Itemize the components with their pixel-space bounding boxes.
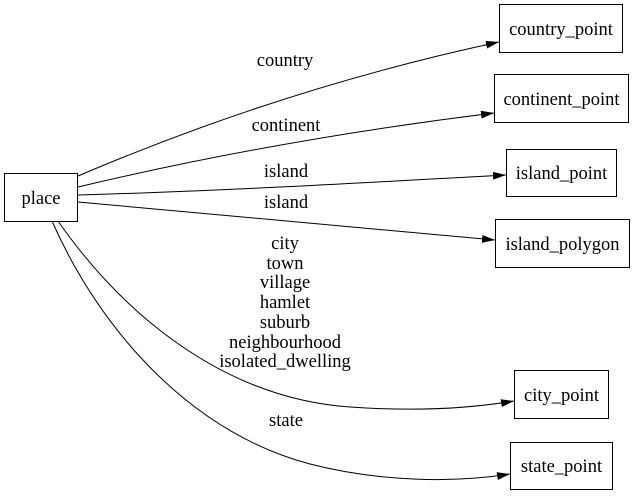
edge-place-country-point bbox=[77, 40, 500, 177]
node-island-polygon-box bbox=[495, 219, 630, 268]
edge-label-group: country continent island island city tow… bbox=[219, 51, 351, 431]
edge-label-city-block: city town village hamlet suburb neighbou… bbox=[219, 234, 351, 372]
node-island-polygon-label: island_polygon bbox=[505, 235, 619, 255]
node-island-point-label: island_point bbox=[516, 164, 608, 184]
edge-group bbox=[51, 40, 515, 481]
node-continent-point: continent_point bbox=[494, 74, 629, 123]
edge-label-city-line: town bbox=[267, 254, 304, 274]
node-island-point: island_point bbox=[506, 149, 617, 197]
edge-label-city-line: neighbourhood bbox=[229, 333, 342, 353]
edge-label-city-line: village bbox=[260, 273, 310, 293]
node-city-point-box bbox=[514, 370, 609, 419]
node-continent-point-label: continent_point bbox=[503, 90, 620, 110]
node-city-point: city_point bbox=[514, 370, 609, 419]
edge-label-city-line: suburb bbox=[260, 313, 310, 333]
node-country-point: country_point bbox=[499, 4, 623, 53]
node-place: place bbox=[4, 173, 78, 222]
edge-label-city-line: city bbox=[271, 234, 299, 254]
node-state-point-box bbox=[510, 442, 613, 490]
edge-place-state-point bbox=[51, 220, 511, 481]
edge-label-country: country bbox=[257, 51, 314, 71]
node-continent-point-box bbox=[494, 74, 629, 123]
edge-label-city-line: isolated_dwelling bbox=[219, 352, 351, 372]
edge-place-city-point bbox=[57, 220, 515, 410]
node-city-point-label: city_point bbox=[524, 386, 600, 406]
node-country-point-label: country_point bbox=[509, 20, 614, 40]
node-island-point-box bbox=[506, 149, 617, 197]
edge-label-city-line: hamlet bbox=[260, 293, 311, 313]
edge-place-island-point bbox=[77, 171, 507, 196]
node-place-label: place bbox=[21, 189, 60, 209]
node-state-point: state_point bbox=[510, 442, 613, 490]
edge-label-state: state bbox=[269, 411, 303, 431]
edge-label-island-polygon: island bbox=[264, 193, 309, 213]
node-state-point-label: state_point bbox=[521, 457, 603, 477]
node-place-box bbox=[4, 173, 78, 222]
node-group: place country_point continent_point isla… bbox=[4, 4, 630, 490]
edge-label-continent: continent bbox=[252, 116, 322, 136]
edge-place-continent-point bbox=[77, 110, 495, 188]
node-island-polygon: island_polygon bbox=[495, 219, 630, 268]
edge-label-island-point: island bbox=[264, 162, 309, 182]
node-country-point-box bbox=[499, 4, 623, 53]
